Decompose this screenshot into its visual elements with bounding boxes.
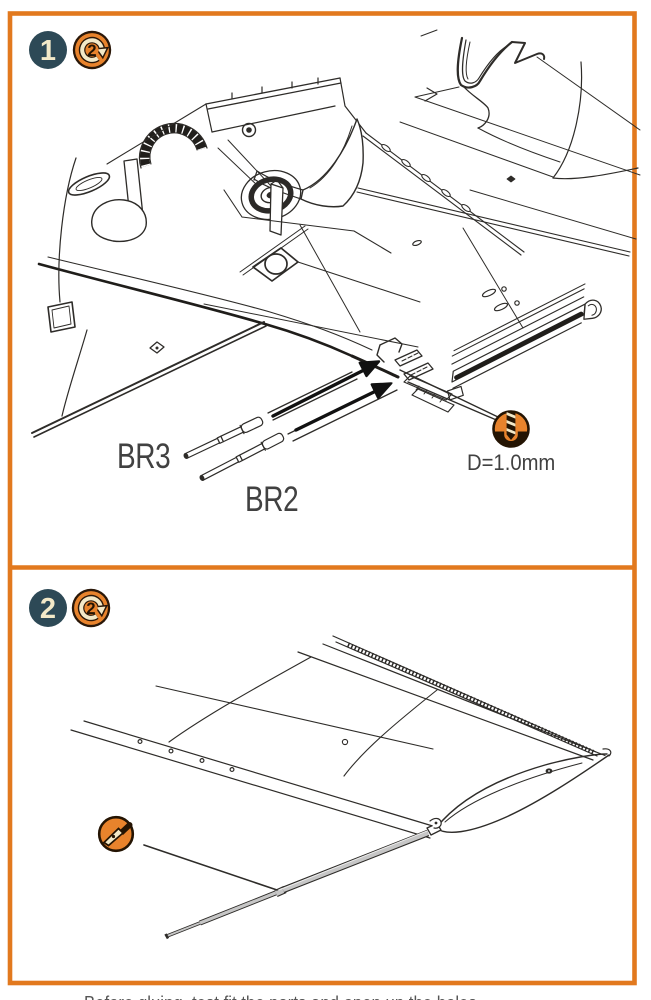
drill-bit-icon [492,410,530,448]
repeat-count-1: 2 [87,42,96,60]
step-1-diagram [31,29,641,481]
step-2-badge: 2 [29,589,67,627]
step-2-diagram [70,635,612,940]
drill-leader-lines [399,369,502,423]
knife-leader-line [143,844,278,891]
step-2-number: 2 [40,593,56,625]
rod-fitting [426,817,442,836]
part-label-br3: BR3 [117,437,171,476]
gun-port-detail [376,337,455,413]
insert-arrows [271,360,393,432]
barrel-br2 [199,432,285,481]
wire-rod [164,829,430,940]
barrel-br3 [183,416,264,459]
repeat-twice-icon-2: 2 [72,589,110,627]
step-1-badge: 1 [29,31,67,69]
knife-icon [97,815,135,853]
drill-diameter-note: D=1.0mm [467,450,556,475]
insertion-guide-lines [267,371,398,442]
caption-partial: Before gluing, test fit the parts and op… [84,994,477,1000]
step-1-number: 1 [40,35,56,67]
sheet-frame [7,11,637,986]
fuselage-detail [399,29,641,183]
flap-detail [446,283,602,401]
part-label-br2: BR2 [245,480,299,519]
repeat-count-2: 2 [86,600,95,618]
repeat-twice-icon-1: 2 [73,31,111,69]
gear-bay-detail [91,77,392,254]
wing-surface-detail [31,103,637,438]
